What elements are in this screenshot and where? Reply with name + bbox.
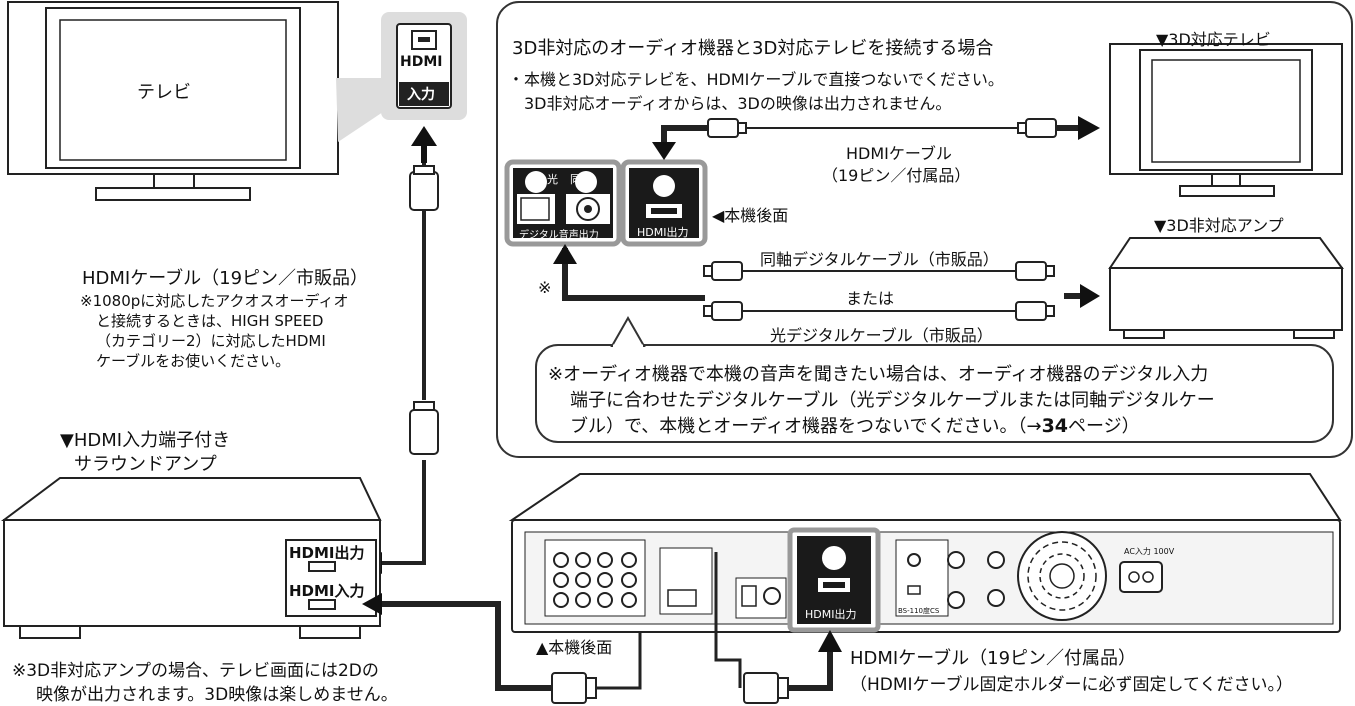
surround-amp-caption-2: サラウンドアンプ bbox=[74, 454, 217, 475]
hdmi-badge-line2: 入力 bbox=[407, 87, 435, 103]
left-cable-note-1: ※1080pに対応したアクオスオーディオ bbox=[80, 292, 349, 310]
amp-3d-noncompat bbox=[1108, 237, 1344, 339]
port-label-digital-out: デジタル音声出力 bbox=[519, 230, 599, 241]
note-page-suffix: ページ） bbox=[1068, 416, 1140, 437]
hdmi-cable-3d-line2: （19ピン／付属品） bbox=[822, 166, 971, 185]
note-line-2: 端子に合わせたデジタルケーブル（光デジタルケーブルまたは同軸デジタルケー bbox=[570, 390, 1215, 411]
left-cable-note-3: （カテゴリー2）に対応したHDMI bbox=[96, 332, 326, 350]
note-page-link[interactable]: 34 bbox=[1041, 415, 1069, 437]
recorder-ac-label: AC入力 100V bbox=[1124, 547, 1175, 556]
port-label-hdmi-out: HDMI出力 bbox=[637, 226, 689, 239]
amp-3d-caption: ▼3D非対応アンプ bbox=[1154, 216, 1284, 235]
recorder-bs-label: BS-110度CS bbox=[898, 607, 940, 615]
footnote-left-1: ※3D非対応アンプの場合、テレビ画面には2Dの bbox=[12, 661, 379, 681]
recorder-hdmi-cable bbox=[714, 552, 842, 704]
panel-bullet-1: ・本機と3D対応テレビを、HDMIケーブルで直接つないでください。 bbox=[508, 70, 1004, 89]
left-cable-note-4: ケーブルをお使いください。 bbox=[96, 352, 291, 370]
note-callout bbox=[535, 315, 1334, 443]
amp-hdmi-out-label: HDMI出力 bbox=[289, 544, 365, 562]
port-label-coax: 同軸 bbox=[570, 173, 592, 186]
panel-title: 3D非対応のオーディオ機器と3D対応テレビを接続する場合 bbox=[512, 38, 994, 59]
amp-hdmi-in-label: HDMI入力 bbox=[289, 582, 365, 600]
footnote-left-2: 映像が出力されます。3D映像は楽しめません。 bbox=[36, 685, 398, 705]
coax-cable-label: 同軸デジタルケーブル（市販品） bbox=[760, 250, 999, 269]
rear-label-bottom: ▲本機後面 bbox=[536, 638, 613, 657]
optical-cable-label: 光デジタルケーブル（市販品） bbox=[770, 326, 993, 345]
left-cable-title: HDMIケーブル（19ピン／市販品） bbox=[82, 268, 369, 289]
left-cable-note-2: と接続するときは、HIGH SPEED bbox=[96, 312, 324, 330]
hdmi-badge-line1: HDMI bbox=[400, 54, 443, 70]
port-label-optical: 光 bbox=[547, 173, 558, 186]
surround-amp bbox=[0, 477, 382, 639]
hdmi-cable-3d-line1: HDMIケーブル bbox=[846, 144, 952, 163]
note-line-1: ※オーディオ機器で本機の音声を聞きたい場合は、オーディオ機器のデジタル入力 bbox=[548, 364, 1209, 385]
recorder-rear bbox=[508, 473, 1342, 633]
panel-bullet-2: 3D非対応オーディオからは、3Dの映像は出力されません。 bbox=[524, 94, 952, 113]
bottom-cable-line1: HDMIケーブル（19ピン／付属品） bbox=[850, 648, 1137, 669]
tv-3d-caption: ▼3D対応テレビ bbox=[1156, 30, 1271, 49]
note-line-3-wrap: ブル）で、本機とオーディオ機器をつないでください。（→34ページ） bbox=[570, 412, 1140, 438]
surround-amp-caption-1: ▼HDMI入力端子付き bbox=[60, 430, 231, 451]
asterisk-mark: ※ bbox=[538, 278, 552, 297]
rear-label-top: ◀本機後面 bbox=[712, 206, 789, 225]
recorder-hdmi-out-label: HDMI出力 bbox=[805, 608, 857, 621]
digital-cables bbox=[553, 244, 1100, 321]
tv-left-label: テレビ bbox=[137, 82, 191, 103]
note-line-3: ブル）で、本機とオーディオ機器をつないでください。（→ bbox=[570, 416, 1042, 437]
rear-ports bbox=[504, 159, 708, 247]
hdmi-input-badge bbox=[396, 23, 452, 109]
tv-left bbox=[7, 1, 339, 201]
tv-3d-right bbox=[1109, 43, 1343, 197]
or-label: または bbox=[846, 289, 895, 308]
amp-to-recorder-cable bbox=[362, 530, 664, 704]
hdmi-cable-3d bbox=[652, 116, 1100, 160]
bottom-cable-line2: （HDMIケーブル固定ホルダーに必ず固定してください。） bbox=[850, 675, 1294, 695]
